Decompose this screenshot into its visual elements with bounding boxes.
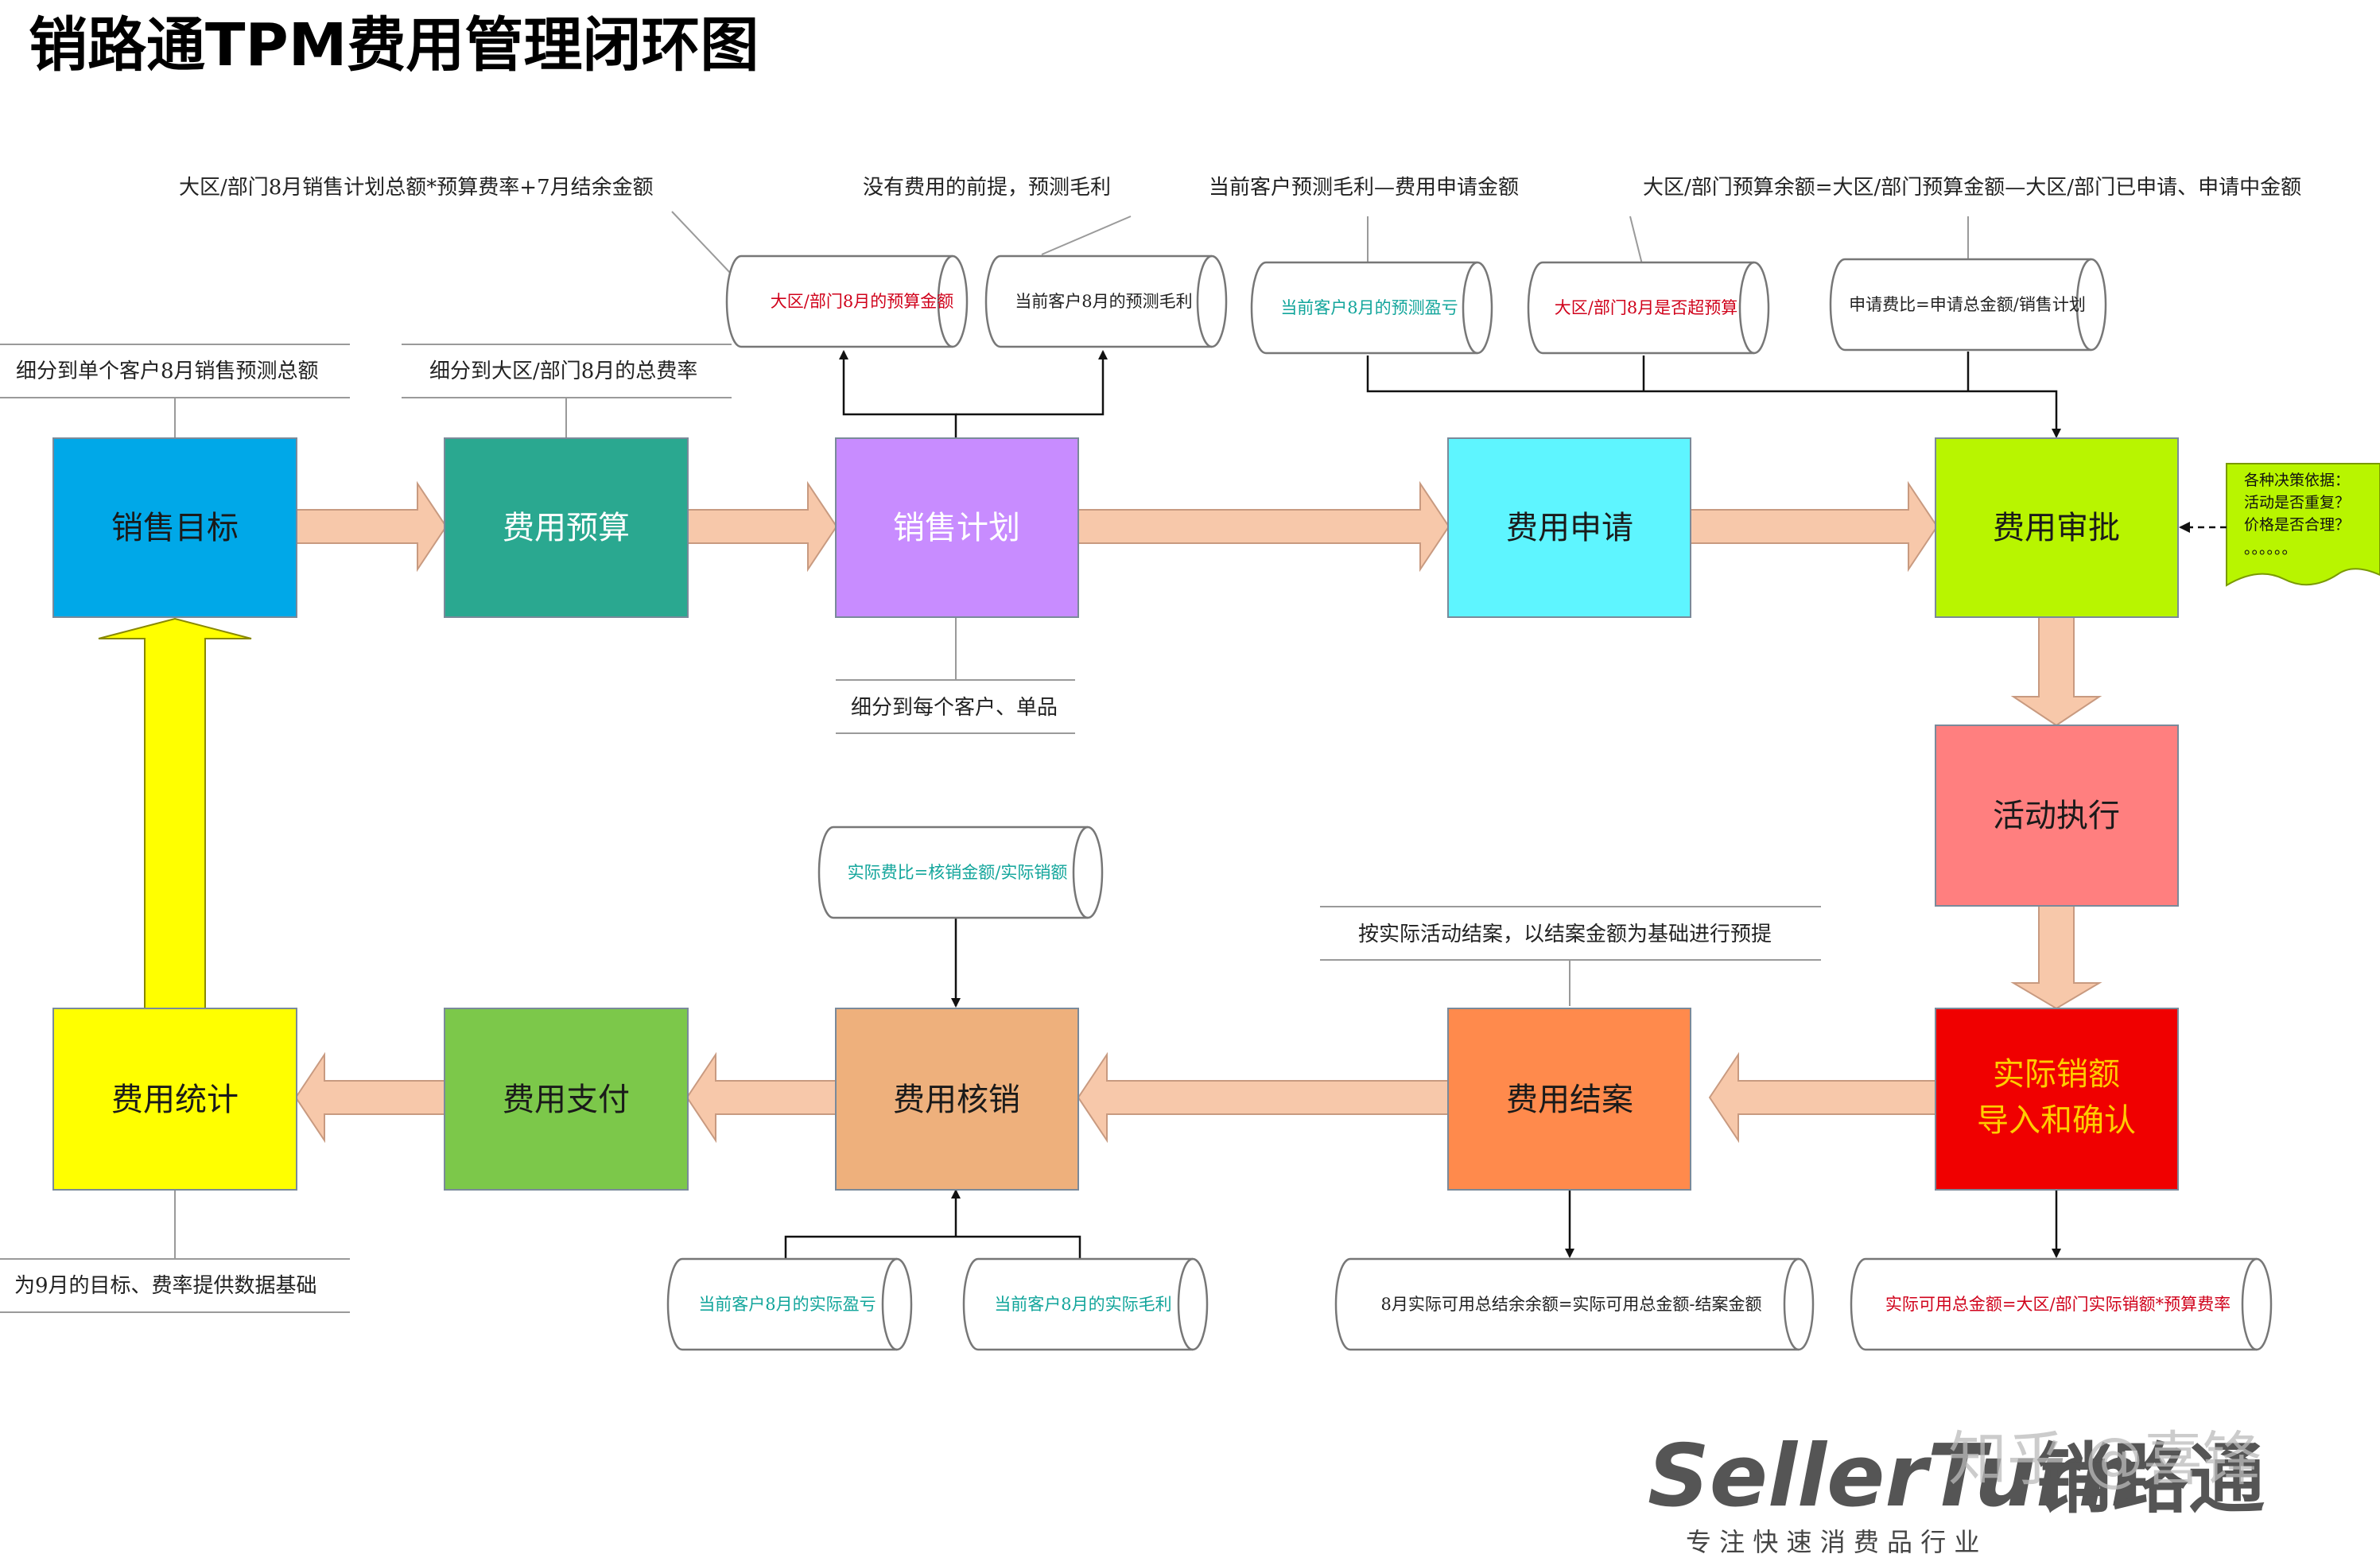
arrow-execute-to-actual: [2010, 905, 2102, 1010]
arrow-plan-to-apply: [1076, 480, 1450, 573]
box-actual: [1935, 1008, 2179, 1191]
label-settle: 费用结案: [1506, 1082, 1633, 1118]
decision-line2: 活动是否重复？: [2244, 494, 2350, 511]
scroll-remain: 8月实际可用总结余余额=实际可用总金额-结案金额: [1380, 1295, 1761, 1314]
formula-over-budget: 大区/部门预算余额=大区/部门预算金额—大区/部门已申请、申请中金额: [1643, 176, 2301, 200]
note-stats: 为9月的目标、费率提供数据基础: [14, 1274, 317, 1298]
scroll-budget-amount: 大区/部门8月的预算金额: [771, 292, 953, 311]
arrow-apply-to-approve: [1689, 480, 1939, 573]
scroll-forecast-profit: 当前客户8月的预测毛利: [1015, 292, 1192, 311]
label-actual-line2: 导入和确认: [1977, 1102, 2136, 1139]
leader-lines: [174, 211, 1969, 1259]
arrow-pay-to-stats: [294, 1051, 447, 1144]
label-verify: 费用核销: [893, 1082, 1020, 1118]
label-apply: 费用申请: [1506, 510, 1633, 546]
label-execute: 活动执行: [1993, 798, 2120, 834]
box-verify: [835, 1008, 1079, 1191]
box-pay: [444, 1008, 689, 1191]
note-budget: 细分到大区/部门8月的总费率: [429, 359, 697, 383]
scroll-available: 实际可用总金额=大区/部门实际销额*预算费率: [1885, 1295, 2231, 1314]
label-actual-line1: 实际销额: [1993, 1056, 2120, 1093]
box-plan: [835, 437, 1079, 618]
label-plan: 销售计划: [893, 510, 1020, 546]
box-apply: [1447, 437, 1691, 618]
label-approve: 费用审批: [1993, 510, 2120, 546]
note-sales-target: 细分到单个客户8月销售预测总额: [16, 359, 319, 383]
note-plan: 细分到每个客户、单品: [851, 696, 1058, 720]
page-title: 销路通TPM费用管理闭环图: [29, 11, 759, 80]
arrow-verify-to-pay: [685, 1051, 837, 1144]
brand-slogan: 专 注 快 速 消 费 品 行 业: [1686, 1527, 1979, 1554]
brand-name: SellerTurn: [1648, 1427, 2139, 1526]
decision-line3: 价格是否合理？: [2244, 516, 2350, 534]
box-stats: [52, 1008, 297, 1191]
annotation-bars: [0, 344, 1821, 1313]
scroll-over-budget: 大区/部门8月是否超预算: [1555, 298, 1737, 317]
scroll-actual-ratio: 实际费比=核销金额/实际销额: [848, 863, 1068, 882]
box-budget: [444, 437, 689, 618]
label-pay: 费用支付: [503, 1082, 630, 1118]
decision-note-shape: [2226, 463, 2380, 587]
box-settle: [1447, 1008, 1691, 1191]
label-budget: 费用预算: [503, 510, 630, 546]
box-sales-target: [52, 437, 297, 618]
arrow-approve-to-execute: [2010, 616, 2102, 727]
decision-line4: 。。。。。。: [2244, 540, 2297, 557]
brand-logo: SellerTurn 销路通 专 注 快 速 消 费 品 行 业: [1648, 1427, 2265, 1554]
scroll-apply-ratio: 申请费比=申请总金额/销售计划: [1849, 295, 2086, 314]
label-stats: 费用统计: [111, 1082, 239, 1118]
arrow-actual-to-settle: [1708, 1051, 1939, 1144]
decision-line1: 各种决策依据：: [2244, 472, 2350, 489]
process-boxes: [52, 437, 2179, 1191]
box-approve: [1935, 437, 2179, 618]
formula-loss: 当前客户预测毛利—费用申请金额: [1209, 176, 1519, 200]
brand-cn: 销路通: [2036, 1435, 2265, 1524]
scroll-forecast-loss: 当前客户8月的预测盈亏: [1280, 298, 1458, 317]
label-sales-target: 销售目标: [111, 510, 239, 546]
scroll-actual-profit: 当前客户8月的实际毛利: [994, 1295, 1171, 1314]
scroll-actual-loss: 当前客户8月的实际盈亏: [698, 1295, 876, 1314]
arrow-target-to-budget: [295, 480, 448, 573]
arrow-stats-to-target: [98, 617, 252, 1009]
note-settle: 按实际活动结案，以结案金额为基础进行预提: [1358, 923, 1772, 946]
formula-profit: 没有费用的前提，预测毛利: [863, 176, 1111, 200]
flow-arrows: [294, 480, 2102, 1144]
connector-lines: [784, 350, 2061, 1259]
formula-budget: 大区/部门8月销售计划总额*预算费率+7月结余金额: [179, 176, 654, 200]
arrow-budget-to-plan: [686, 480, 838, 573]
watermark: 知乎 @喜锋: [1948, 1425, 2262, 1494]
scroll-shapes: [666, 254, 2273, 1351]
box-execute: [1935, 725, 2179, 907]
arrow-settle-to-verify: [1077, 1051, 1450, 1144]
